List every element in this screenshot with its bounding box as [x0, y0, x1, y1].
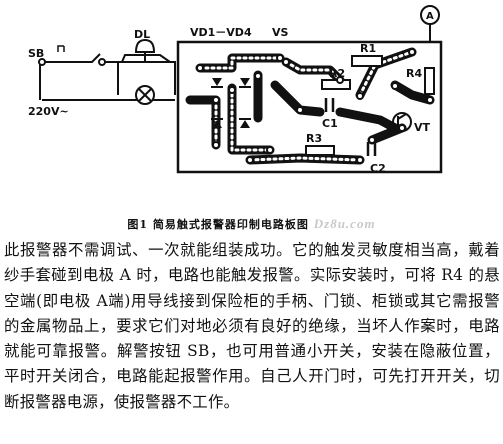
article-body: 此报警器不需调试、一次就能组装成功。它的触发灵敏度相当高，戴着纱手套碰到电极 A… [4, 238, 500, 415]
caption-text: 图1 简易触式报警器印制电路板图 [127, 218, 309, 231]
label-sb: SB [28, 47, 44, 60]
electrode-a-icon [420, 5, 440, 42]
label-vs: VS [272, 26, 289, 39]
label-voltage: 220V~ [28, 105, 69, 118]
label-c2: C2 [370, 162, 386, 175]
capacitors [324, 98, 377, 156]
switch-sb [38, 45, 106, 66]
solder-pads [196, 48, 434, 164]
body-paragraph: 此报警器不需调试、一次就能组装成功。它的触发灵敏度相当高，戴着纱手套碰到电极 A… [4, 241, 500, 411]
label-r2: R2 [329, 67, 345, 80]
label-r3: R3 [306, 132, 322, 145]
external-wiring [39, 53, 176, 101]
resistors [305, 55, 435, 156]
label-dl: DL [134, 28, 150, 41]
label-vt: VT [414, 121, 431, 134]
label-c1: C1 [322, 117, 338, 130]
pcb-figure: SB DL 220V~ VD1－VD4 VS R1 R2 R3 R4 C1 C2… [28, 5, 443, 175]
copper-traces-inner [198, 50, 414, 162]
label-r1: R1 [360, 42, 376, 55]
lamp-icon [135, 85, 155, 105]
bell-dl-icon [134, 38, 156, 62]
watermark: Dz8u.com [313, 216, 376, 231]
label-r4: R4 [406, 67, 422, 80]
label-a: A [426, 11, 434, 22]
figure-caption: 图1 简易触式报警器印制电路板图 Dz8u.com [0, 216, 503, 232]
diode-bridge [211, 78, 251, 128]
label-diodes: VD1－VD4 [190, 26, 252, 39]
